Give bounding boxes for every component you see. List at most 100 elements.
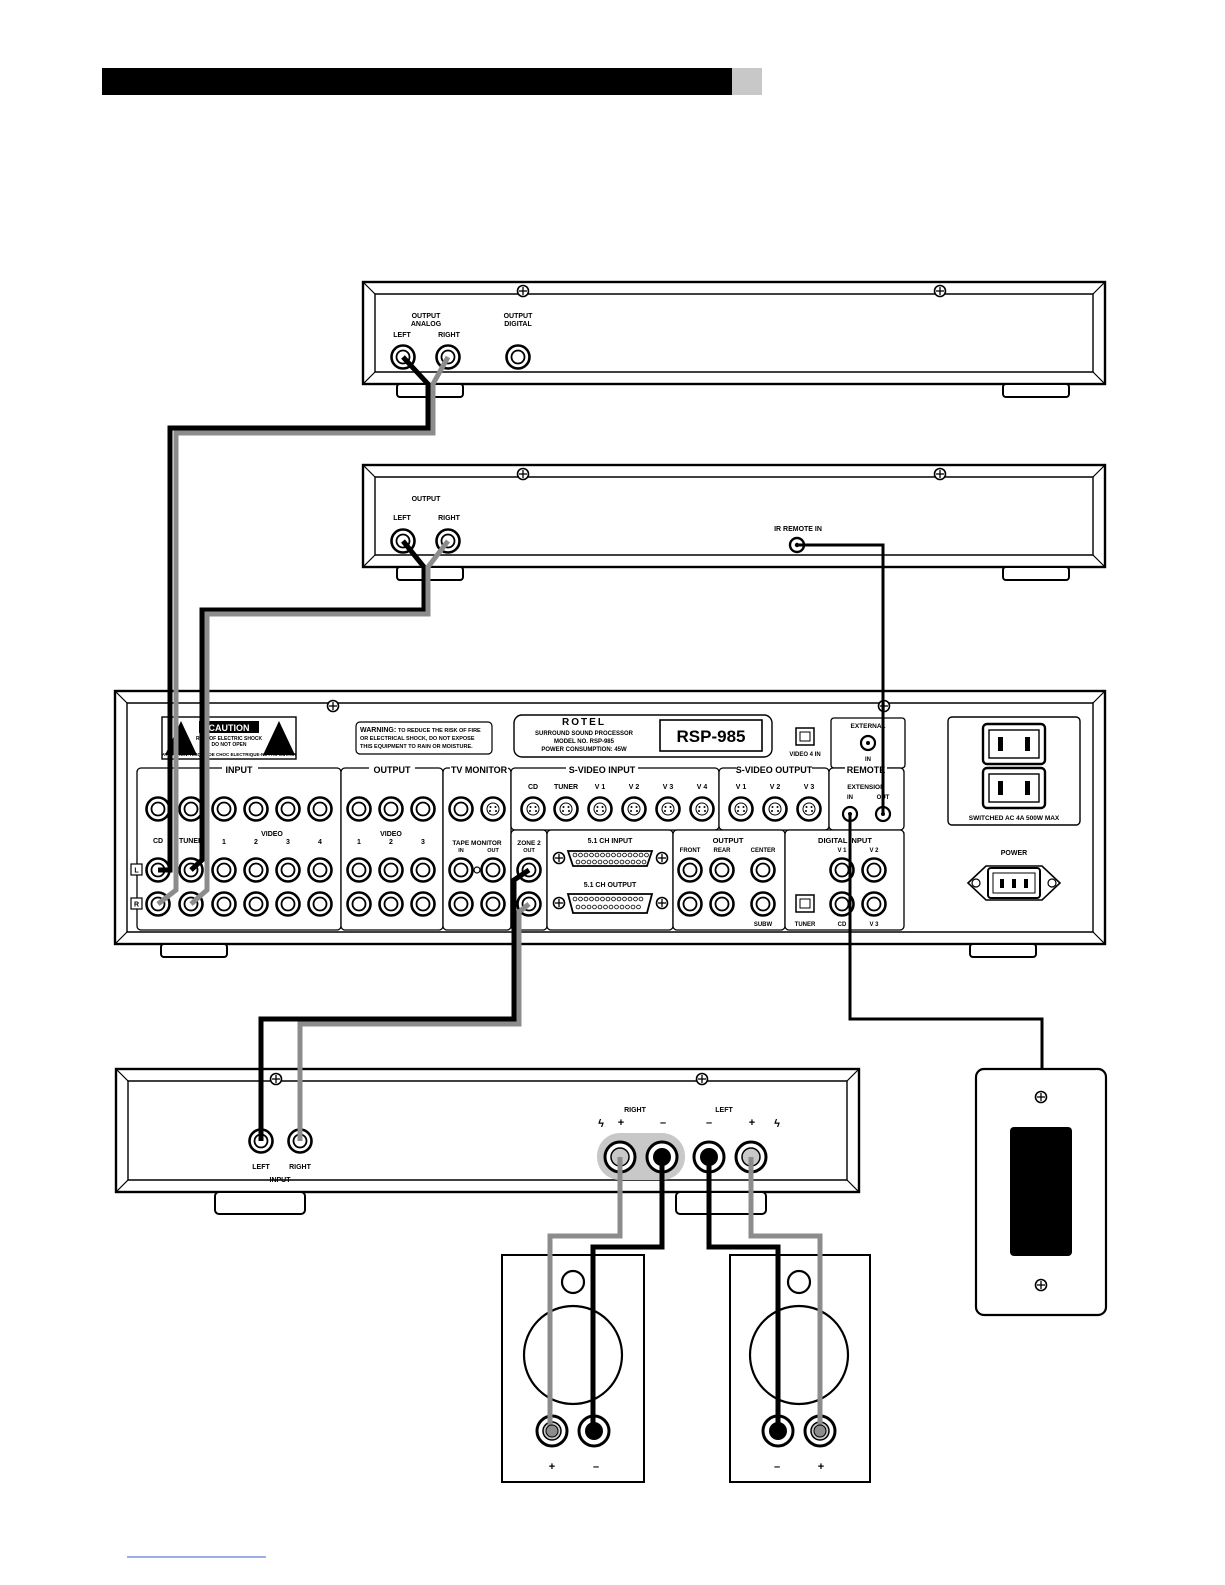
svideo-out-jack[interactable]: [796, 796, 822, 822]
input-section-title: INPUT: [226, 765, 254, 775]
input-video-jack[interactable]: [145, 796, 171, 822]
output-left-jack[interactable]: [346, 857, 372, 883]
svideo-in-jack[interactable]: [520, 796, 546, 822]
input-video-jack[interactable]: [307, 796, 333, 822]
digital-v3-label: V 3: [869, 922, 879, 928]
input-video-label: VIDEO: [261, 831, 283, 838]
svideo-in-jack[interactable]: [587, 796, 613, 822]
input-right-jack[interactable]: [243, 891, 269, 917]
input-left-jack[interactable]: [275, 857, 301, 883]
output-right-jack[interactable]: [378, 891, 404, 917]
svideo-in-jack[interactable]: [689, 796, 715, 822]
tv-monitor-svideo-jack[interactable]: [480, 796, 506, 822]
amp-left-channel-label: LEFT: [715, 1107, 733, 1114]
center-out-jack[interactable]: [750, 857, 776, 883]
tuner-output-label: OUTPUT: [412, 496, 442, 503]
connector-pin: [619, 904, 625, 910]
output-video-jack[interactable]: [378, 796, 404, 822]
input-video-jack[interactable]: [211, 796, 237, 822]
subwoofer-out-jack[interactable]: [750, 891, 776, 917]
output-video-label: VIDEO: [380, 831, 402, 838]
connector-pin: [586, 904, 592, 910]
cd-digital-jack[interactable]: [505, 344, 531, 370]
output-left-jack[interactable]: [410, 857, 436, 883]
tape-in-left-jack[interactable]: [448, 857, 474, 883]
sv-cd-label: CD: [528, 784, 538, 791]
input-left-jack[interactable]: [211, 857, 237, 883]
screw-icon: [516, 467, 530, 481]
speaker-right-minus: –: [593, 1461, 599, 1473]
front-right-out-jack[interactable]: [677, 891, 703, 917]
input-left-jack[interactable]: [243, 857, 269, 883]
terminal-cap: [588, 1425, 600, 1437]
switched-ac-label: SWITCHED AC 4A 500W MAX: [969, 815, 1060, 822]
input-right-jack[interactable]: [211, 891, 237, 917]
rear-left-out-jack[interactable]: [709, 857, 735, 883]
svideo-out-jack[interactable]: [728, 796, 754, 822]
tape-in-right-jack[interactable]: [448, 891, 474, 917]
amp-right-channel-label: RIGHT: [624, 1107, 647, 1114]
digital-v3-jack[interactable]: [861, 891, 887, 917]
sv-v4-label: V 4: [697, 784, 708, 791]
front-left-out-jack[interactable]: [677, 857, 703, 883]
header-accent: [732, 68, 762, 95]
connector-pin: [630, 904, 636, 910]
output-video-jack[interactable]: [346, 796, 372, 822]
tape-out-left-jack[interactable]: [480, 857, 506, 883]
connector-pin: [636, 859, 641, 865]
connector-pin: [597, 859, 603, 865]
zone2-label: ZONE 2: [517, 840, 541, 847]
rear-label: REAR: [713, 848, 731, 854]
screw-icon: [516, 284, 530, 298]
screw-icon: [655, 896, 669, 910]
tv-monitor-jack[interactable]: [448, 796, 474, 822]
ch51-input-label: 5.1 CH INPUT: [588, 838, 633, 845]
cable-spk-right-plus: [547, 1157, 623, 1431]
rear-right-out-jack[interactable]: [709, 891, 735, 917]
cable-tuner-right: [189, 539, 450, 906]
tape-out-right-jack[interactable]: [480, 891, 506, 917]
svideo-in-jack[interactable]: [621, 796, 647, 822]
svideo-in-jack[interactable]: [553, 796, 579, 822]
cd-player: OUTPUT ANALOG LEFT RIGHT OUTPUT DIGITAL: [361, 280, 1107, 398]
svideo-input-title: S-VIDEO INPUT: [569, 765, 636, 775]
input-right-jack[interactable]: [307, 891, 333, 917]
connector-pin: [589, 896, 594, 902]
extension-label: EXTENSION: [847, 784, 885, 791]
amp-right-minus: –: [660, 1117, 666, 1129]
connector-pin: [575, 859, 581, 865]
connector-pin: [644, 852, 649, 858]
output-video-jack[interactable]: [410, 796, 436, 822]
left-channel-marker: L: [134, 868, 139, 875]
input-video-jack[interactable]: [178, 796, 204, 822]
connector-pin: [614, 859, 619, 865]
svideo-in-jack[interactable]: [655, 796, 681, 822]
input-video-jack[interactable]: [243, 796, 269, 822]
amp-danger-icon: ϟ: [598, 1118, 604, 1130]
speaker-left-plus: +: [818, 1461, 824, 1473]
speaker-left: – +: [729, 1254, 871, 1483]
output-left-jack[interactable]: [378, 857, 404, 883]
connector-pin: [611, 852, 616, 858]
input-video-jack[interactable]: [275, 796, 301, 822]
cd-analog-label: ANALOG: [411, 321, 442, 328]
cd-output-label: OUTPUT: [412, 313, 442, 320]
cables: [156, 355, 1044, 1431]
output-right-jack[interactable]: [410, 891, 436, 917]
external-label: EXTERNAL: [850, 723, 885, 730]
connector-pin: [589, 852, 594, 858]
digital-tuner-label: TUNER: [795, 922, 816, 928]
connector-pin: [572, 852, 578, 858]
input-left-jack[interactable]: [307, 857, 333, 883]
output-analog-label: OUTPUT: [713, 836, 744, 845]
connector-pin: [581, 904, 586, 910]
warning-line1: TO REDUCE THE RISK OF FIRE: [398, 728, 481, 734]
input-right-jack[interactable]: [275, 891, 301, 917]
connector-pin: [616, 896, 622, 902]
screw-icon: [552, 896, 566, 910]
svideo-out-jack[interactable]: [762, 796, 788, 822]
connector-pin: [636, 904, 641, 910]
digital-v2-jack[interactable]: [861, 857, 887, 883]
output-right-jack[interactable]: [346, 891, 372, 917]
